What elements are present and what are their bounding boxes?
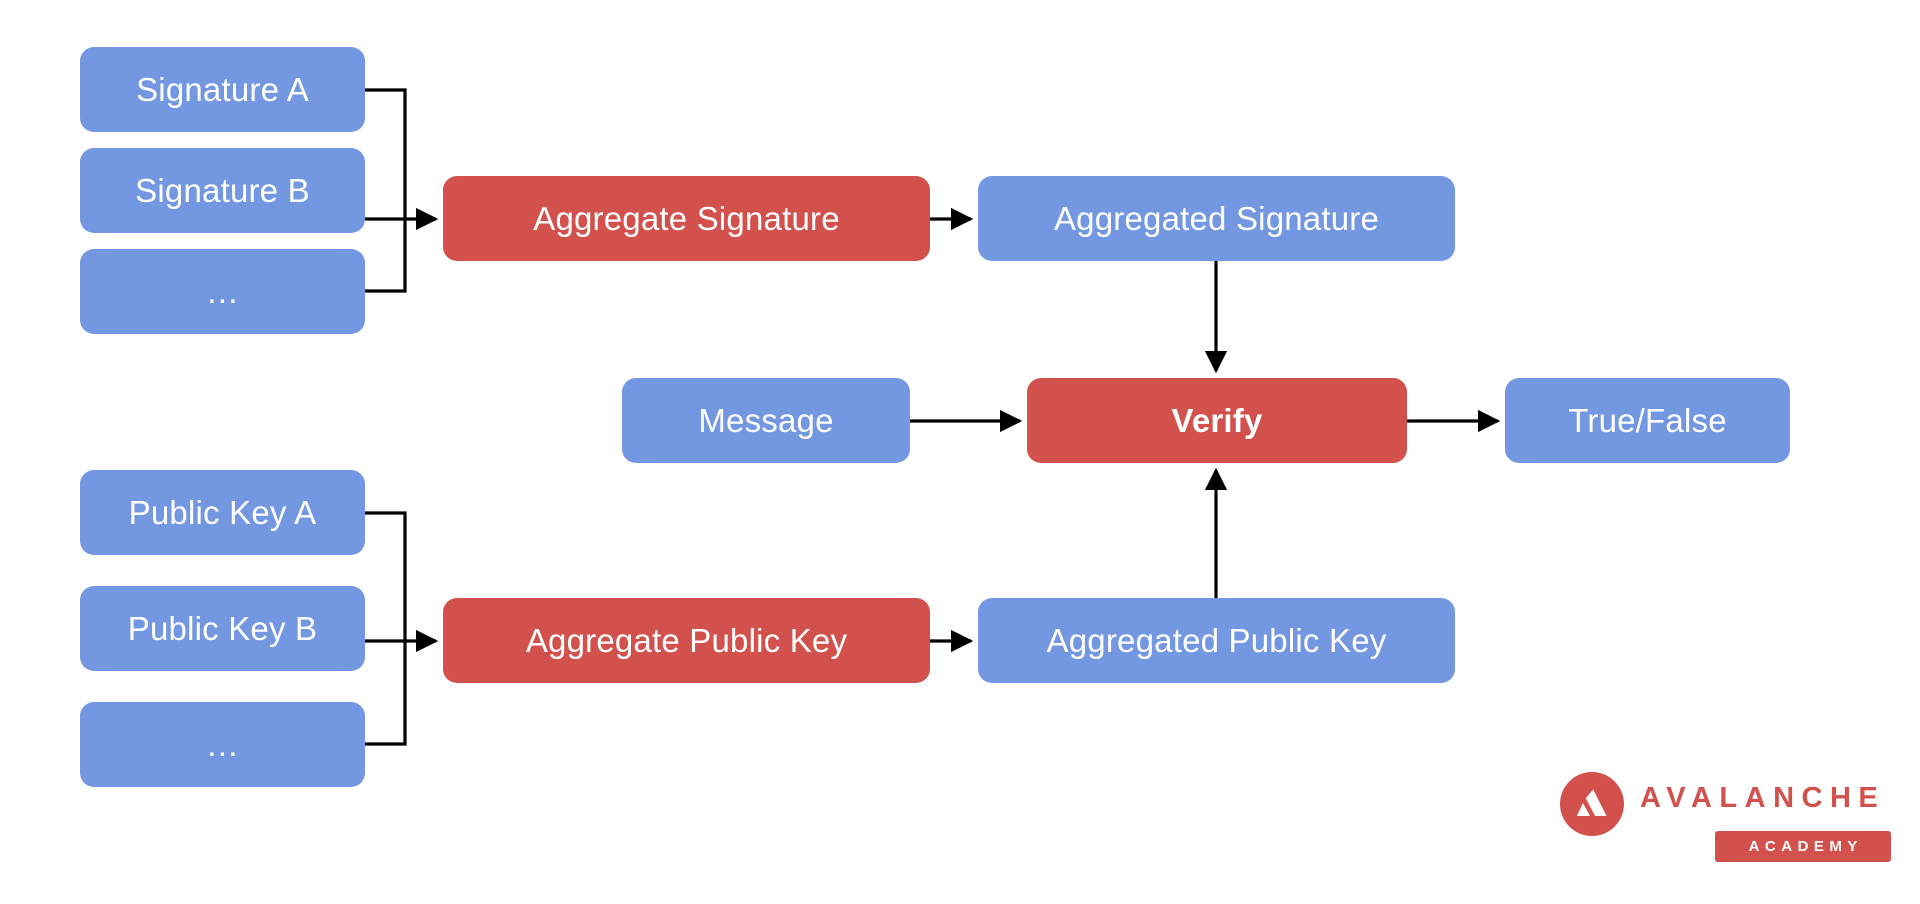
node-label: … [205, 726, 240, 763]
node-label: Aggregate Signature [533, 200, 840, 237]
node-message[interactable]: Message [622, 378, 910, 463]
logo-academy-badge-text: ACADEMY [1748, 838, 1863, 855]
node-label: Verify [1171, 402, 1263, 439]
node-label: Message [698, 402, 834, 439]
node-label: Public Key B [127, 610, 318, 647]
node-label: True/False [1568, 402, 1727, 439]
node-label: Aggregated Signature [1053, 200, 1380, 237]
edge-public-key-bracket [365, 511, 439, 746]
node-true-false[interactable]: True/False [1505, 378, 1790, 463]
node-verify[interactable]: Verify [1027, 378, 1407, 463]
node-aggregate-public-key[interactable]: Aggregate Public Key [443, 598, 930, 683]
edge-signature-bracket [365, 88, 439, 293]
node-public-key-b[interactable]: Public Key B [80, 586, 365, 671]
node-signature-ellipsis[interactable]: … [80, 249, 365, 334]
node-label: Aggregated Public Key [1046, 622, 1387, 659]
node-label: Signature A [136, 71, 309, 108]
node-signature-a[interactable]: Signature A [80, 47, 365, 132]
node-label: Signature B [135, 172, 310, 209]
avalanche-academy-logo: AVALANCHE ACADEMY [1560, 768, 1891, 868]
logo-academy-badge: ACADEMY [1715, 831, 1891, 862]
node-public-key-ellipsis[interactable]: … [80, 702, 365, 787]
node-aggregated-signature[interactable]: Aggregated Signature [978, 176, 1455, 261]
node-public-key-a[interactable]: Public Key A [80, 470, 365, 555]
node-signature-b[interactable]: Signature B [80, 148, 365, 233]
logo-wordmark: AVALANCHE [1640, 782, 1886, 814]
node-aggregate-signature[interactable]: Aggregate Signature [443, 176, 930, 261]
node-label: … [205, 273, 240, 310]
node-label: Public Key A [128, 494, 317, 531]
node-aggregated-public-key[interactable]: Aggregated Public Key [978, 598, 1455, 683]
avalanche-triangle-mark-icon [1560, 772, 1624, 836]
node-label: Aggregate Public Key [525, 622, 848, 659]
